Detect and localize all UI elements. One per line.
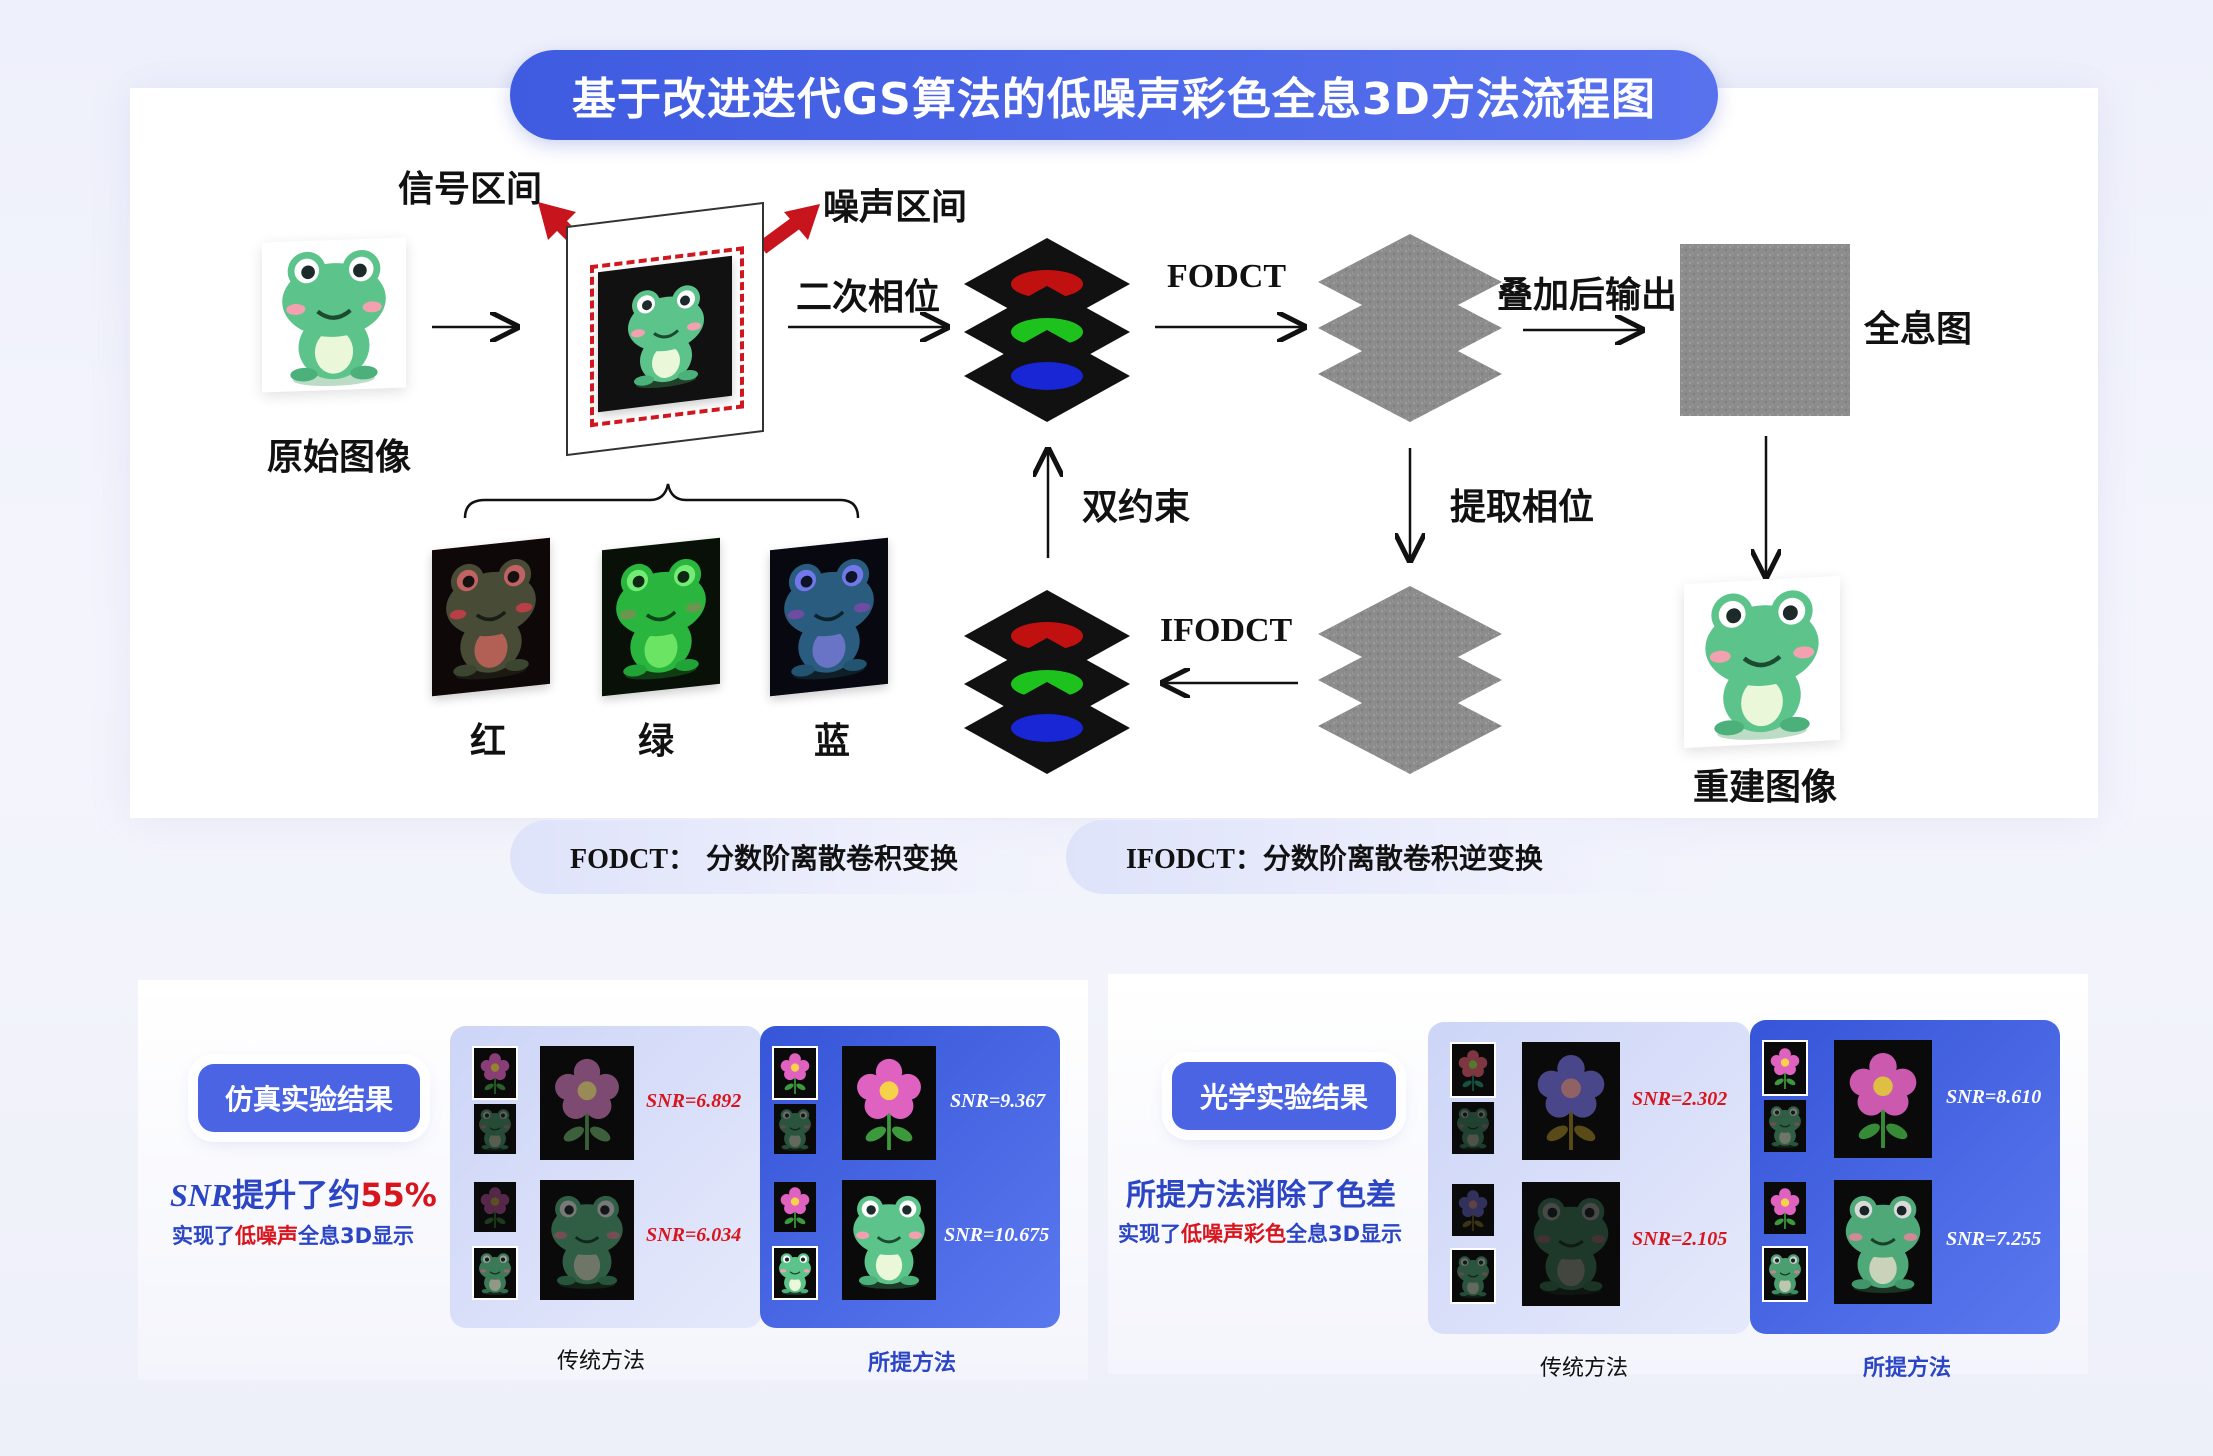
snr-value: SNR=7.255: [1946, 1228, 2042, 1250]
headline-value: 55%: [360, 1176, 437, 1214]
thumb-frog: [1450, 1248, 1496, 1304]
simulation-proposed-box: SNR=9.367 SNR=10.675: [760, 1026, 1060, 1328]
proposed-method-label: 所提方法: [868, 1351, 957, 1376]
signal-region-label: 信号区间: [398, 169, 543, 210]
snr-value: SNR=6.892: [646, 1090, 742, 1112]
prop-flower-result: [842, 1046, 936, 1160]
thumb-flower: [772, 1046, 818, 1100]
quadratic-phase-label: 二次相位: [796, 277, 941, 318]
optical-subline: 实现了低噪声彩色全息3D显示: [1118, 1218, 1402, 1248]
extract-phase-label: 提取相位: [1450, 487, 1595, 528]
thumb-frog: [1762, 1246, 1808, 1302]
optical-headline: 所提方法消除了色差: [1126, 1178, 1396, 1213]
fodct-definition: FODCT： 分数阶离散卷积变换: [510, 820, 1090, 894]
thumb-frog: [1452, 1102, 1494, 1154]
reconstructed-image-label: 重建图像: [1693, 767, 1838, 808]
green-channel-image: [602, 537, 720, 697]
simulation-headline: SNR提升了约55%: [170, 1170, 437, 1216]
thumb-flower: [1450, 1042, 1496, 1098]
frog-icon: [614, 273, 718, 396]
thumb-frog: [772, 1246, 818, 1300]
simulation-traditional-box: SNR=6.892 SNR=6.034: [450, 1026, 762, 1328]
fodct-definition-key: FODCT：: [570, 844, 697, 875]
superpose-output-label: 叠加后输出: [1497, 275, 1678, 316]
ifodct-definition-value: 分数阶离散卷积逆变换: [1262, 842, 1543, 875]
thumb-frog: [474, 1104, 516, 1154]
phase-layer-stack-bottom: [1318, 586, 1502, 774]
snr-value: SNR=2.105: [1632, 1228, 1728, 1250]
ifodct-definition-key: IFODCT：: [1126, 844, 1263, 875]
trad-flower-result: [1522, 1042, 1620, 1160]
fodct-definition-value: 分数阶离散卷积变换: [706, 842, 959, 875]
original-image-label: 原始图像: [267, 437, 412, 478]
optical-proposed-box: SNR=8.610 SNR=7.255: [1750, 1020, 2060, 1334]
prop-flower-result: [1834, 1040, 1932, 1158]
thumb-frog: [1764, 1100, 1806, 1152]
snr-text: SNR: [170, 1177, 233, 1213]
fodct-label: FODCT: [1167, 258, 1286, 295]
page-title: 基于改进迭代GS算法的低噪声彩色全息3D方法流程图: [510, 50, 1718, 140]
frog-icon: [1684, 576, 1840, 748]
sub-post: 全息3D显示: [298, 1224, 415, 1248]
thumb-flower: [1452, 1184, 1494, 1236]
snr-value: SNR=9.367: [950, 1090, 1046, 1112]
optical-badge: 光学实验结果: [1172, 1062, 1396, 1130]
rgb-layer-stack: [964, 238, 1130, 422]
noise-region-label: 噪声区间: [823, 187, 968, 228]
thumb-frog: [774, 1104, 816, 1154]
noise-arrow-icon: [757, 204, 820, 254]
phase-layer-stack: [1318, 234, 1502, 422]
red-channel-label: 红: [470, 721, 507, 762]
ifodct-label: IFODCT: [1160, 612, 1293, 649]
blue-channel-image: [770, 537, 888, 697]
trad-frog-result: [1522, 1182, 1620, 1306]
snr-value: SNR=10.675: [944, 1224, 1050, 1246]
thumb-flower: [1764, 1182, 1806, 1234]
optical-traditional-box: SNR=2.302 SNR=2.105: [1428, 1022, 1750, 1334]
reconstructed-image-card: [1684, 575, 1840, 749]
sub-highlight: 低噪声彩色: [1181, 1222, 1286, 1246]
traditional-method-label: 传统方法: [1540, 1356, 1629, 1381]
trad-flower-result: [540, 1046, 634, 1160]
thumb-flower: [1762, 1040, 1808, 1096]
sub-pre: 实现了: [172, 1224, 235, 1248]
thumb-flower: [774, 1182, 816, 1232]
prop-frog-result: [1834, 1180, 1932, 1304]
hologram-image: [1680, 244, 1850, 416]
simulation-subline: 实现了低噪声全息3D显示: [172, 1220, 414, 1250]
ifodct-definition: IFODCT： 分数阶离散卷积逆变换: [1066, 820, 1726, 894]
traditional-method-label: 传统方法: [557, 1349, 646, 1374]
hologram-label: 全息图: [1864, 309, 1973, 350]
proposed-method-label: 所提方法: [1863, 1356, 1952, 1381]
snr-value: SNR=8.610: [1946, 1086, 2042, 1108]
thumb-flower: [472, 1046, 518, 1100]
thumb-frog: [472, 1246, 518, 1300]
thumb-flower: [474, 1182, 516, 1232]
simulation-badge: 仿真实验结果: [198, 1064, 420, 1132]
trad-frog-result: [540, 1180, 634, 1300]
dual-constraint-label: 双约束: [1082, 487, 1191, 528]
sub-pre: 实现了: [1118, 1222, 1181, 1246]
sub-post: 全息3D显示: [1286, 1222, 1403, 1246]
rgb-layer-stack-bottom: [964, 590, 1130, 774]
red-channel-image: [432, 537, 550, 697]
green-channel-label: 绿: [638, 721, 675, 762]
headline-mid: 提升了约: [232, 1176, 361, 1214]
blue-channel-label: 蓝: [814, 721, 851, 762]
snr-value: SNR=6.034: [646, 1224, 742, 1246]
prop-frog-result: [842, 1180, 936, 1300]
signal-noise-plane: [566, 201, 764, 457]
snr-value: SNR=2.302: [1632, 1088, 1728, 1110]
sub-highlight: 低噪声: [235, 1224, 298, 1248]
original-image-card: [262, 237, 406, 393]
frog-icon: [262, 237, 406, 392]
